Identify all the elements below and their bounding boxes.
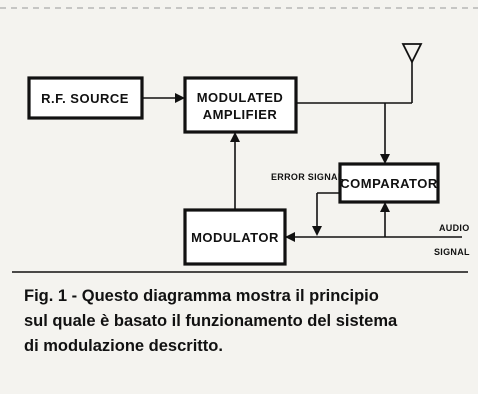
caption-line-2: sul quale è basato il funzionamento del … — [24, 312, 398, 330]
amplifier-to-comparator-arrowhead — [380, 154, 390, 164]
modulator-label: MODULATOR — [191, 230, 279, 245]
caption-line-3: di modulazione descritto. — [24, 337, 223, 355]
comparator-block — [338, 162, 440, 204]
rf-source-label: R.F. SOURCE — [41, 91, 129, 106]
modulated-amplifier-label-line1: MODULATED — [197, 90, 284, 105]
antenna-icon — [401, 43, 423, 65]
audio-label: AUDIO — [439, 223, 470, 233]
error-signal-arrowhead — [312, 226, 322, 236]
audio-to-modulator-arrowhead — [285, 232, 295, 242]
modulator-to-amplifier-arrowhead — [230, 132, 240, 142]
rf-to-amplifier-arrowhead — [175, 93, 185, 103]
modulated-amplifier-block — [183, 76, 298, 134]
error-signal-label: ERROR SIGNAL — [271, 172, 344, 182]
signal-label: SIGNAL — [434, 247, 470, 257]
comparator-label: COMPARATOR — [340, 176, 438, 191]
caption-line-1: Fig. 1 - Questo diagramma mostra il prin… — [24, 287, 379, 305]
figure-caption: Fig. 1 - Questo diagramma mostra il prin… — [24, 284, 464, 359]
modulated-amplifier-label-line2: AMPLIFIER — [203, 107, 278, 122]
audio-to-comparator-arrowhead — [380, 202, 390, 212]
